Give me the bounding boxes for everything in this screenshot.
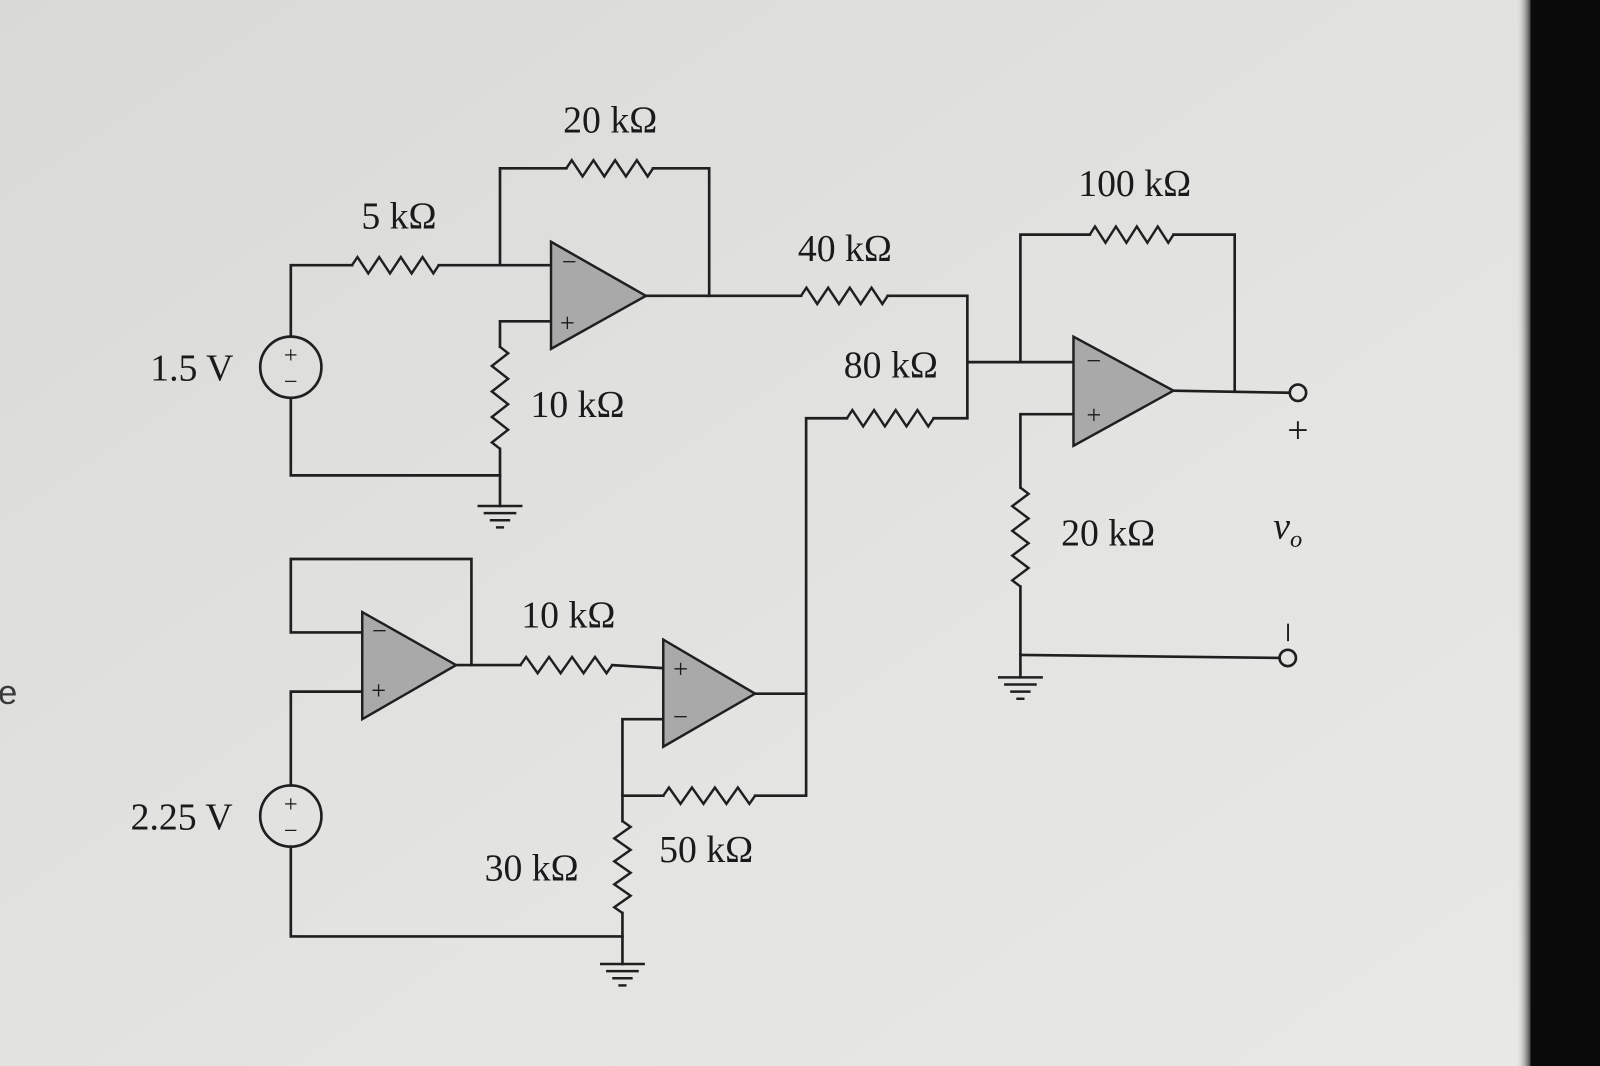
source-plus-sign: +	[284, 791, 298, 818]
resistor-feedback-bottom	[662, 785, 757, 806]
label-resistor-ground-top: 10 kΩ	[531, 384, 625, 426]
label-resistor-ground-out: 20 kΩ	[1061, 513, 1155, 555]
output-voltage-symbol: v	[1273, 506, 1290, 548]
opamp-output: − +	[1072, 334, 1177, 448]
wire	[1172, 389, 1292, 395]
wire	[289, 396, 502, 477]
label-resistor-feedback-out: 100 kΩ	[1078, 163, 1191, 205]
opamp-inverting-sign: −	[1086, 345, 1101, 375]
opamp-bottom: + −	[662, 637, 758, 749]
wires	[289, 166, 1292, 966]
opamp-inverting-sign: −	[372, 616, 387, 646]
resistors	[351, 157, 1175, 914]
output-voltage-subscript: o	[1290, 526, 1302, 553]
source-circle	[258, 335, 323, 400]
opamp-buffer: − +	[361, 609, 459, 722]
label-resistor-sum-upper: 40 kΩ	[798, 228, 892, 270]
wire	[1019, 233, 1092, 364]
wire	[753, 692, 808, 798]
output-terminals: + − vo	[1267, 383, 1309, 668]
opamp-noninverting-sign: +	[560, 308, 575, 338]
resistor-input-top	[351, 254, 440, 276]
opamp-triangle	[1072, 334, 1177, 448]
resistor-ground-out	[1010, 486, 1031, 588]
wire	[289, 845, 624, 938]
source-plus-sign: +	[284, 342, 298, 369]
output-plus-label: +	[1287, 410, 1308, 452]
wire	[289, 263, 354, 338]
opamp-inverting-sign: −	[562, 246, 577, 276]
ground-symbol	[477, 504, 523, 529]
resistor-labels: 20 kΩ 5 kΩ 10 kΩ 40 kΩ 80 kΩ 100 kΩ 20 k…	[361, 100, 1191, 890]
resistor-series-bottom	[519, 654, 614, 676]
opamp-noninverting-sign: +	[1086, 399, 1101, 429]
resistor-ground-bottom	[612, 820, 633, 914]
wire	[932, 360, 969, 420]
wire	[1019, 653, 1281, 660]
resistor-feedback-out	[1088, 224, 1175, 246]
output-voltage-label: vo	[1273, 506, 1302, 553]
source-minus-sign: −	[284, 818, 298, 845]
resistor-ground-top	[489, 345, 511, 450]
voltage-source-top: + − 1.5 V	[150, 335, 323, 400]
output-minus-label: −	[1267, 622, 1309, 643]
label-resistor-series-bottom: 10 kΩ	[521, 594, 615, 636]
resistor-sum-lower	[845, 407, 935, 429]
label-resistor-sum-lower: 80 kΩ	[844, 344, 938, 386]
opamp-noninverting-sign: +	[673, 653, 688, 683]
wire	[498, 166, 568, 267]
voltage-source-bottom: + − 2.25 V	[131, 784, 323, 849]
output-terminal-negative	[1278, 648, 1298, 668]
label-resistor-input-top: 5 kΩ	[361, 196, 436, 238]
opamp-triangle	[549, 239, 649, 351]
screen-bezel-edge	[1516, 0, 1533, 1066]
label-resistor-feedback-bottom: 50 kΩ	[659, 829, 753, 871]
opamp-noninverting-sign: +	[371, 675, 386, 705]
wire	[804, 416, 849, 695]
resistor-feedback-top	[565, 157, 655, 179]
wire	[289, 690, 364, 787]
label-resistor-feedback-top: 20 kΩ	[563, 100, 657, 142]
wire	[289, 557, 473, 667]
source-label: 1.5 V	[150, 348, 233, 390]
opamp-top: − +	[549, 239, 649, 351]
opamp-inverting-sign: −	[673, 701, 688, 731]
wire	[621, 717, 665, 798]
source-label: 2.25 V	[131, 796, 233, 838]
output-terminal-positive	[1288, 383, 1308, 403]
screen-bezel	[1530, 0, 1600, 1066]
resistor-sum-upper	[799, 285, 889, 307]
ground-symbol	[997, 676, 1043, 700]
source-circle	[258, 784, 323, 849]
edge-text-fragment: e	[0, 674, 17, 712]
label-resistor-ground-bottom: 30 kΩ	[485, 847, 579, 889]
source-minus-sign: −	[284, 369, 298, 396]
wire	[498, 320, 553, 349]
wire	[610, 663, 665, 670]
wire	[651, 166, 711, 298]
wire	[1019, 412, 1075, 489]
opamp-triangle	[361, 609, 459, 722]
wire	[1172, 233, 1237, 393]
ground-symbol	[600, 962, 645, 987]
opamp-triangle	[662, 637, 758, 749]
